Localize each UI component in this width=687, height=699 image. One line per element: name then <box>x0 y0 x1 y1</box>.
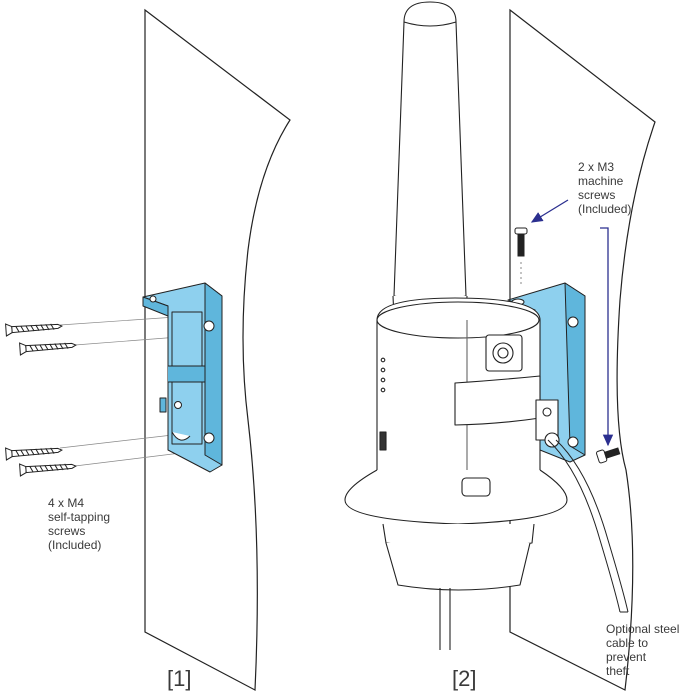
m3-screws-label: 2 x M3 machine screws (Included) <box>578 160 631 216</box>
step-1-label: [1] <box>167 666 192 691</box>
step-2-label: [2] <box>452 666 477 691</box>
wood-screw-icon <box>5 447 63 461</box>
m4-line-1: 4 x M4 <box>48 496 85 510</box>
cable-line-1: Optional steel <box>606 622 680 636</box>
wood-screw-icon <box>19 463 77 477</box>
m4-screws-label: 4 x M4 self-tapping screws (Included) <box>48 496 110 552</box>
machine-screw-icon <box>514 227 528 285</box>
cable-line-4: theft <box>606 664 630 678</box>
wood-screw-icon <box>5 323 63 337</box>
steel-cable <box>547 439 629 613</box>
m4-line-3: screws <box>48 524 86 538</box>
wood-screw-icon <box>19 342 77 356</box>
arrow-icon <box>530 199 614 447</box>
m3-line-3: screws <box>578 188 616 202</box>
antenna-icon <box>344 1 568 650</box>
m3-line-2: machine <box>578 174 624 188</box>
m4-line-2: self-tapping <box>48 510 111 524</box>
m3-line-1: 2 x M3 <box>578 160 615 174</box>
cable-line-3: prevent <box>606 650 647 664</box>
steel-cable-label: Optional steel cable to prevent theft <box>606 622 679 678</box>
wall-bracket-icon <box>142 282 223 473</box>
machine-screw-icon <box>596 447 621 464</box>
cable-line-2: cable to <box>606 636 649 650</box>
m4-line-4: (Included) <box>48 538 102 552</box>
m3-line-4: (Included) <box>578 202 632 216</box>
